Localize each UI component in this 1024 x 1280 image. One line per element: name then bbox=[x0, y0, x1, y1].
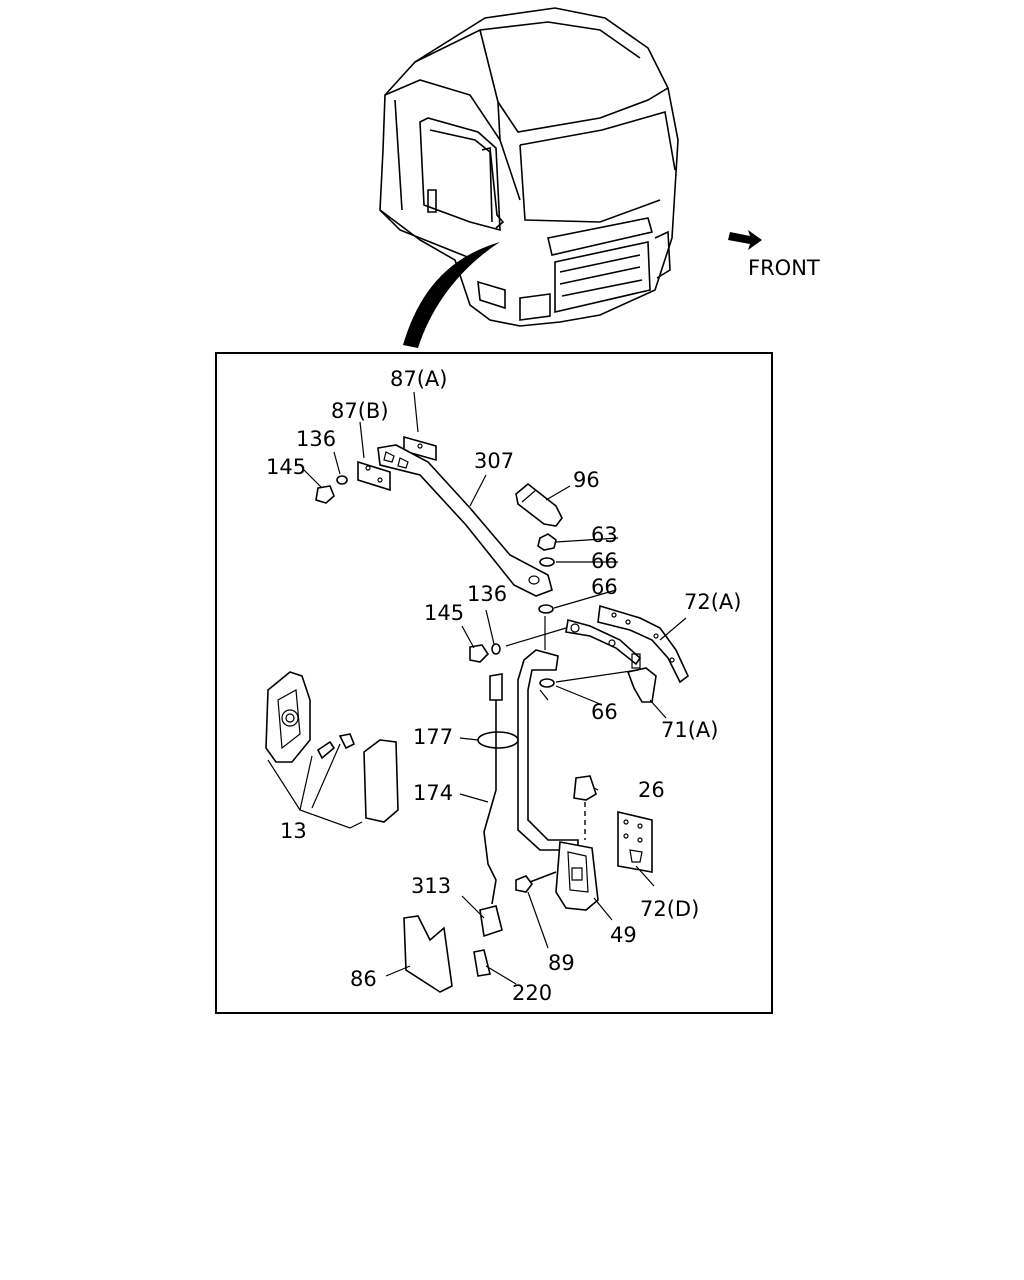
callout-66-b: 66 bbox=[591, 575, 618, 599]
callout-136-top: 136 bbox=[296, 427, 336, 451]
part-177-band bbox=[477, 731, 519, 749]
part-49-bracket-base bbox=[555, 841, 599, 911]
part-145-nut-mid bbox=[469, 644, 490, 663]
part-13-bracket bbox=[316, 740, 336, 760]
part-220-grommet bbox=[473, 949, 491, 977]
callout-136-mid: 136 bbox=[467, 582, 507, 606]
callout-66-a: 66 bbox=[591, 549, 618, 573]
callout-313: 313 bbox=[411, 874, 451, 898]
front-arrow-icon bbox=[728, 230, 762, 250]
part-174-harness bbox=[483, 700, 497, 905]
callout-71a: 71(A) bbox=[661, 718, 718, 742]
callout-63: 63 bbox=[591, 523, 618, 547]
part-89-bolt bbox=[515, 875, 533, 893]
callout-66-c: 66 bbox=[591, 700, 618, 724]
part-145-nut-top bbox=[315, 485, 335, 504]
part-86-cover bbox=[403, 915, 453, 993]
part-vertical-tube bbox=[517, 649, 579, 851]
callout-72d: 72(D) bbox=[640, 897, 699, 921]
callout-307: 307 bbox=[474, 449, 514, 473]
callout-145-top: 145 bbox=[266, 455, 306, 479]
detail-frame bbox=[215, 352, 773, 1014]
part-72a-bracket bbox=[597, 604, 689, 684]
callout-87a: 87(A) bbox=[390, 367, 447, 391]
callout-86: 86 bbox=[350, 967, 377, 991]
callout-177: 177 bbox=[413, 725, 453, 749]
front-direction-indicator: FRONT bbox=[728, 230, 820, 280]
callout-145-mid: 145 bbox=[424, 601, 464, 625]
part-63-cap bbox=[537, 533, 557, 551]
callout-72a: 72(A) bbox=[684, 590, 741, 614]
part-71a-bracket bbox=[626, 667, 657, 703]
truck-cab-illustration bbox=[379, 7, 679, 348]
part-66-washer-b bbox=[538, 604, 554, 614]
part-96-bulb bbox=[515, 482, 563, 527]
callout-220: 220 bbox=[512, 981, 552, 1005]
callout-174: 174 bbox=[413, 781, 453, 805]
part-13-screw bbox=[338, 733, 356, 750]
part-313-connector bbox=[479, 905, 503, 938]
part-307-stay-arm bbox=[377, 444, 553, 597]
callout-49: 49 bbox=[610, 923, 637, 947]
part-mirror-cover bbox=[363, 739, 399, 823]
part-mirror-housing bbox=[265, 671, 311, 763]
callout-96: 96 bbox=[573, 468, 600, 492]
callout-labels: 87(A) 87(B) 136 145 307 96 63 66 66 136 … bbox=[266, 367, 741, 1005]
part-72d-plate bbox=[617, 810, 653, 873]
mirror-assembly-parts bbox=[265, 435, 689, 993]
part-136-washer-top bbox=[336, 475, 348, 485]
leader-lines bbox=[303, 391, 687, 985]
callout-87b: 87(B) bbox=[331, 399, 389, 423]
callout-89: 89 bbox=[548, 951, 575, 975]
callout-26: 26 bbox=[638, 778, 665, 802]
part-main-arm-body bbox=[565, 618, 642, 666]
part-66-washer-a bbox=[539, 557, 555, 567]
callout-13: 13 bbox=[280, 819, 307, 843]
part-66-washer-c bbox=[539, 678, 555, 688]
part-136-washer-mid bbox=[491, 643, 501, 655]
front-label: FRONT bbox=[748, 256, 820, 280]
part-26-clip bbox=[573, 775, 597, 801]
